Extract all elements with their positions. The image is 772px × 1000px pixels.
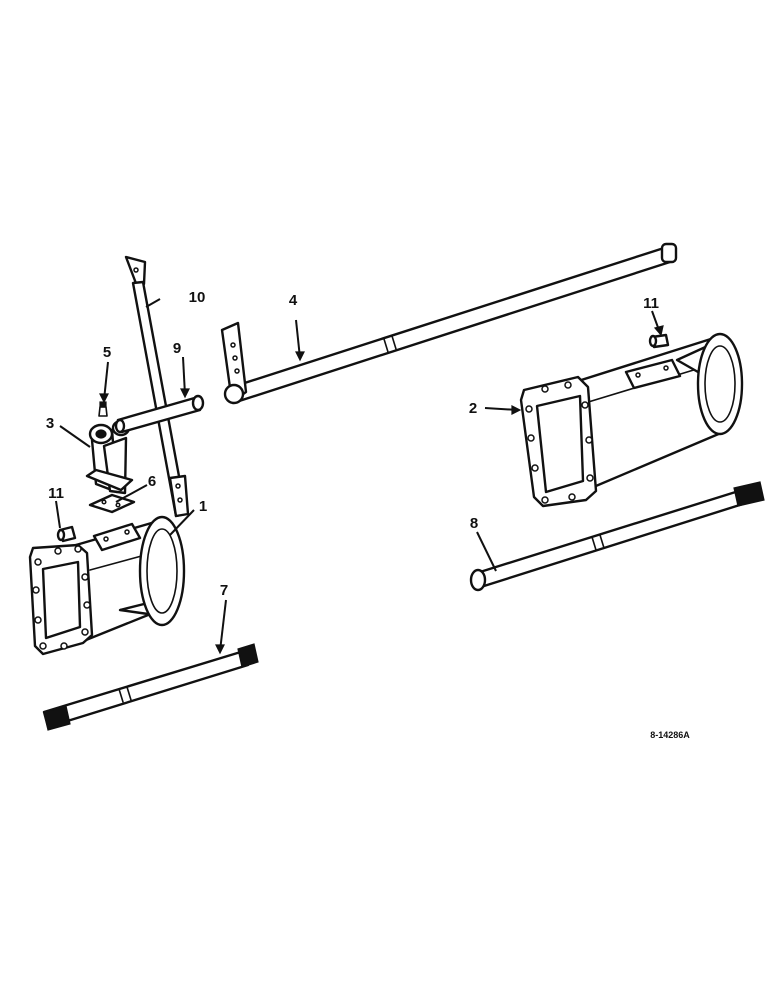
callout-5: 5 (103, 344, 111, 361)
housing-1 (28, 515, 186, 656)
callout-2: 2 (469, 400, 477, 417)
callout-3: 3 (46, 415, 54, 432)
callout-11-left: 11 (48, 485, 64, 502)
dowel-11-right (648, 333, 670, 349)
bracket-3 (85, 419, 134, 495)
shaft-7 (42, 643, 259, 731)
plate-6 (88, 493, 136, 514)
shaft-8 (469, 481, 765, 592)
leader-lines (55, 298, 664, 655)
pin-9 (114, 394, 205, 434)
drawing-number: 8-14286A (650, 730, 690, 740)
callout-1: 1 (199, 498, 207, 515)
callout-7: 7 (220, 582, 228, 599)
shaft-4 (220, 242, 678, 405)
fitting-5 (98, 401, 108, 417)
callout-4: 4 (289, 292, 298, 309)
callout-6: 6 (148, 473, 156, 490)
callout-11-right: 11 (643, 295, 659, 312)
callout-9: 9 (173, 340, 181, 357)
callout-8: 8 (470, 515, 478, 532)
callout-10: 10 (189, 289, 206, 306)
housing-2 (519, 332, 744, 508)
lever-10 (124, 255, 190, 518)
dowel-11-left (56, 525, 77, 543)
